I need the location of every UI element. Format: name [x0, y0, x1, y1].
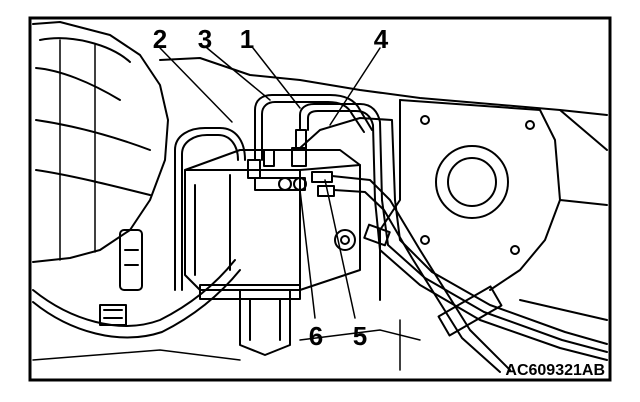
reservoir: [32, 21, 169, 291]
callout-3: 3: [198, 24, 212, 54]
figure-id: AC609321AB: [505, 362, 605, 379]
callout-4: 4: [374, 24, 389, 54]
floor-details: [32, 319, 421, 371]
callout-5: 5: [353, 321, 367, 351]
lower-hose: [32, 259, 241, 339]
callout-6: 6: [309, 321, 323, 351]
drawing: [32, 21, 608, 373]
hydraulic-unit: [184, 149, 361, 356]
firewall-panel: [159, 57, 608, 321]
callout-1: 1: [240, 24, 254, 54]
callout-2: 2: [153, 24, 167, 54]
leader-lines: [159, 47, 381, 319]
brake-lines: [174, 94, 608, 373]
